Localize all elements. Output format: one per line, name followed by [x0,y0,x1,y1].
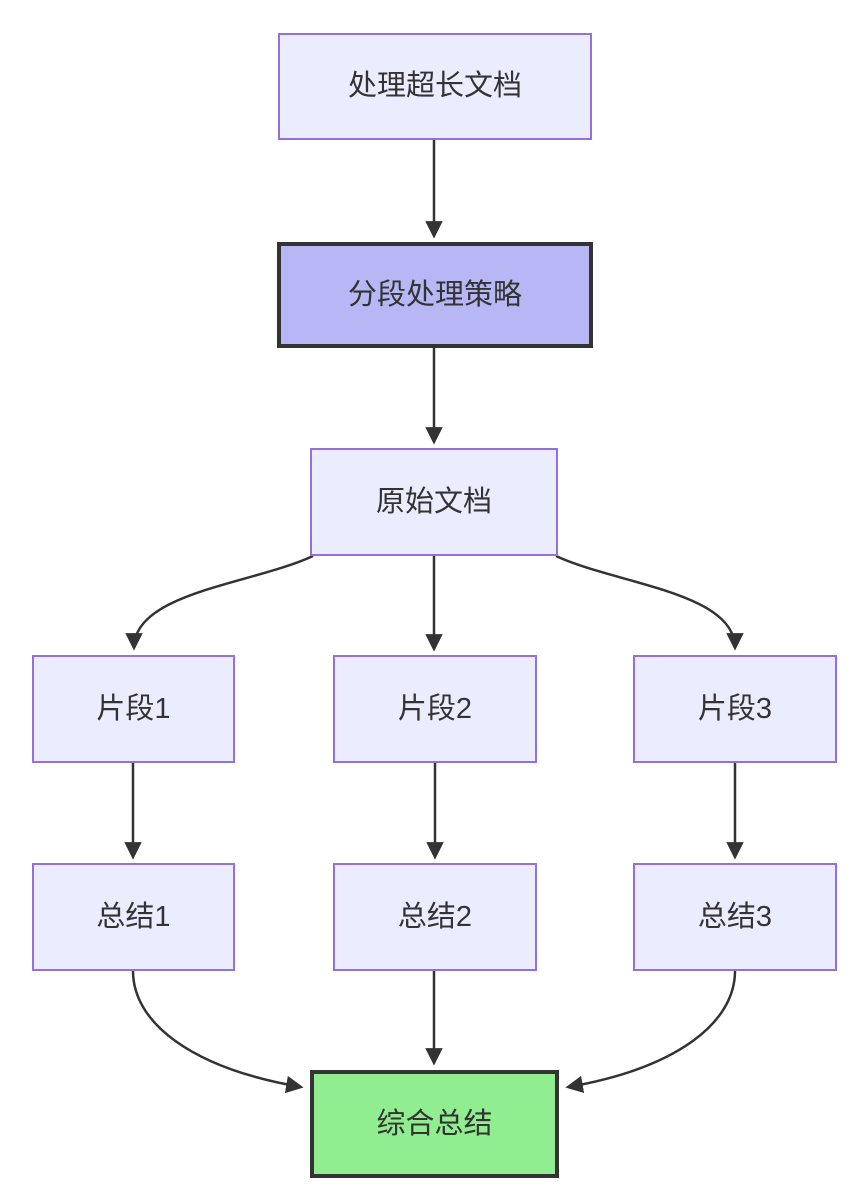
node-segmentation-strategy: 分段处理策略 [277,242,593,348]
node-fragment-1: 片段1 [32,655,235,763]
edge-e1-f [131,970,304,1094]
node-label: 片段3 [697,692,773,725]
node-original-document: 原始文档 [310,448,558,556]
node-label: 总结2 [397,900,473,933]
node-label: 处理超长文档 [347,70,522,103]
node-label: 总结1 [96,900,171,933]
node-label: 片段1 [96,692,171,725]
edge-c-d3 [555,554,744,651]
node-fragment-3: 片段3 [633,655,837,763]
node-summary-3: 总结3 [633,863,837,971]
node-label: 综合总结 [376,1107,493,1140]
node-final-summary: 综合总结 [310,1070,559,1178]
node-label: 片段2 [397,692,473,725]
node-label: 分段处理策略 [347,278,522,311]
edge-e3-f [565,970,737,1094]
node-summary-1: 总结1 [32,863,235,971]
node-process-long-document: 处理超长文档 [278,33,592,140]
node-summary-2: 总结2 [333,863,537,971]
node-fragment-2: 片段2 [333,655,537,763]
node-label: 总结3 [697,900,773,933]
node-label: 原始文档 [375,485,492,518]
edge-group [124,140,744,1094]
edge-c-d1 [125,554,314,651]
